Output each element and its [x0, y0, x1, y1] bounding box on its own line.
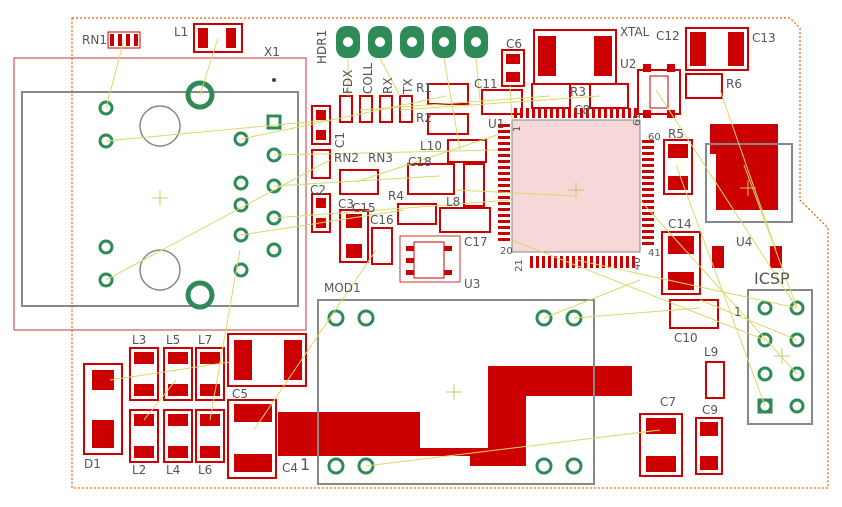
u2-body — [637, 69, 681, 115]
label-u1-pin40: 40 — [632, 257, 643, 270]
label-l9: L9 — [704, 345, 718, 359]
board-outline — [71, 17, 829, 489]
u4-pin-right — [770, 246, 782, 268]
rj45-pins — [98, 100, 282, 288]
label-mod1-pin1: 1 — [300, 455, 310, 474]
center-markers — [152, 180, 790, 400]
label-l4: L4 — [166, 463, 180, 477]
label-c10: C10 — [674, 331, 698, 345]
label-l10: L10 — [420, 139, 442, 153]
rj45-body — [21, 91, 299, 307]
label-c5: C5 — [232, 387, 248, 401]
label-icsp: ICSP — [754, 269, 790, 288]
label-c15: C15 — [352, 201, 376, 215]
label-l2: L2 — [132, 463, 146, 477]
ratsnest — [105, 37, 798, 467]
xtal-body — [533, 29, 617, 85]
label-d1: D1 — [84, 457, 101, 471]
label-c12: C12 — [656, 29, 680, 43]
label-u1-pin1: 1 — [512, 126, 523, 132]
label-c2: C2 — [310, 183, 326, 197]
x1-dot — [272, 78, 276, 82]
label-fdx: FDX — [341, 70, 355, 94]
copper-pour — [278, 366, 632, 466]
label-c16: C16 — [370, 213, 394, 227]
label-c9: C9 — [702, 403, 718, 417]
u1-pins-top — [514, 108, 637, 118]
rj45-mount-hole-bottom — [139, 249, 181, 291]
label-c1: C1 — [333, 132, 347, 148]
label-c14: C14 — [668, 217, 692, 231]
u1-body — [511, 119, 641, 253]
rj45-shield-pad-top — [185, 80, 215, 110]
label-u4: U4 — [736, 235, 752, 249]
label-c11: C11 — [474, 77, 498, 91]
label-rn1: RN1 — [82, 33, 107, 47]
u1-pins-left — [498, 124, 510, 241]
u4-tab — [710, 124, 778, 154]
label-c7: C7 — [660, 395, 676, 409]
label-icsp-pin1: 1 — [734, 305, 742, 319]
label-c18: C18 — [408, 155, 432, 169]
u4-body — [705, 143, 793, 223]
label-l6: L6 — [198, 463, 212, 477]
label-u2-pin61: 61 — [632, 113, 643, 126]
icsp-pin1-square — [757, 398, 773, 414]
icsp-outline — [747, 289, 813, 425]
label-coll: COLL — [361, 62, 375, 94]
c13-body — [685, 27, 749, 71]
label-r1: R1 — [416, 81, 432, 95]
label-l8: L8 — [446, 195, 460, 209]
rj45-mount-hole-top — [139, 105, 181, 147]
label-c13: C13 — [752, 31, 776, 45]
rj45-shield-pad-bottom — [185, 280, 215, 310]
label-l3: L3 — [132, 333, 146, 347]
u1-pins-right — [642, 140, 654, 245]
u3-outline — [399, 235, 461, 283]
label-rx: RX — [381, 77, 395, 94]
u1-pins-bottom — [530, 256, 635, 268]
label-c17: C17 — [464, 235, 488, 249]
rj45-pin1-square — [266, 114, 282, 130]
label-r2: R2 — [416, 111, 432, 125]
label-rn3: RN3 — [368, 151, 393, 165]
label-c6: C6 — [506, 37, 522, 51]
label-l5: L5 — [166, 333, 180, 347]
label-r5: R5 — [668, 127, 684, 141]
u4-pin-left — [712, 246, 724, 268]
label-rn2: RN2 — [334, 151, 359, 165]
label-u1-pin21: 21 — [514, 259, 525, 272]
label-u2: U2 — [620, 57, 636, 71]
label-xtal: XTAL — [620, 25, 650, 39]
l1-body — [193, 23, 243, 53]
label-u3: U3 — [464, 277, 480, 291]
label-c8: C8 — [574, 103, 590, 117]
label-u1-pin60: 60 — [648, 132, 661, 143]
label-hdr1: HDR1 — [315, 30, 329, 64]
label-u1-pin20: 20 — [500, 246, 513, 257]
label-u1: U1 — [488, 117, 504, 131]
label-tx: TX — [401, 78, 415, 95]
label-x1: X1 — [264, 45, 280, 59]
label-l1: L1 — [174, 25, 188, 39]
label-c4: C4 — [282, 461, 298, 475]
label-r4: R4 — [388, 189, 404, 203]
label-c3: C3 — [338, 197, 354, 211]
label-r6: R6 — [726, 77, 742, 91]
label-mod1: MOD1 — [324, 281, 361, 295]
mod1-pins — [327, 309, 583, 475]
mod1-outline — [317, 299, 595, 485]
label-l7: L7 — [198, 333, 212, 347]
rj45-outline — [13, 57, 307, 331]
label-r3: R3 — [570, 85, 586, 99]
label-u1-pin41: 41 — [648, 248, 661, 259]
